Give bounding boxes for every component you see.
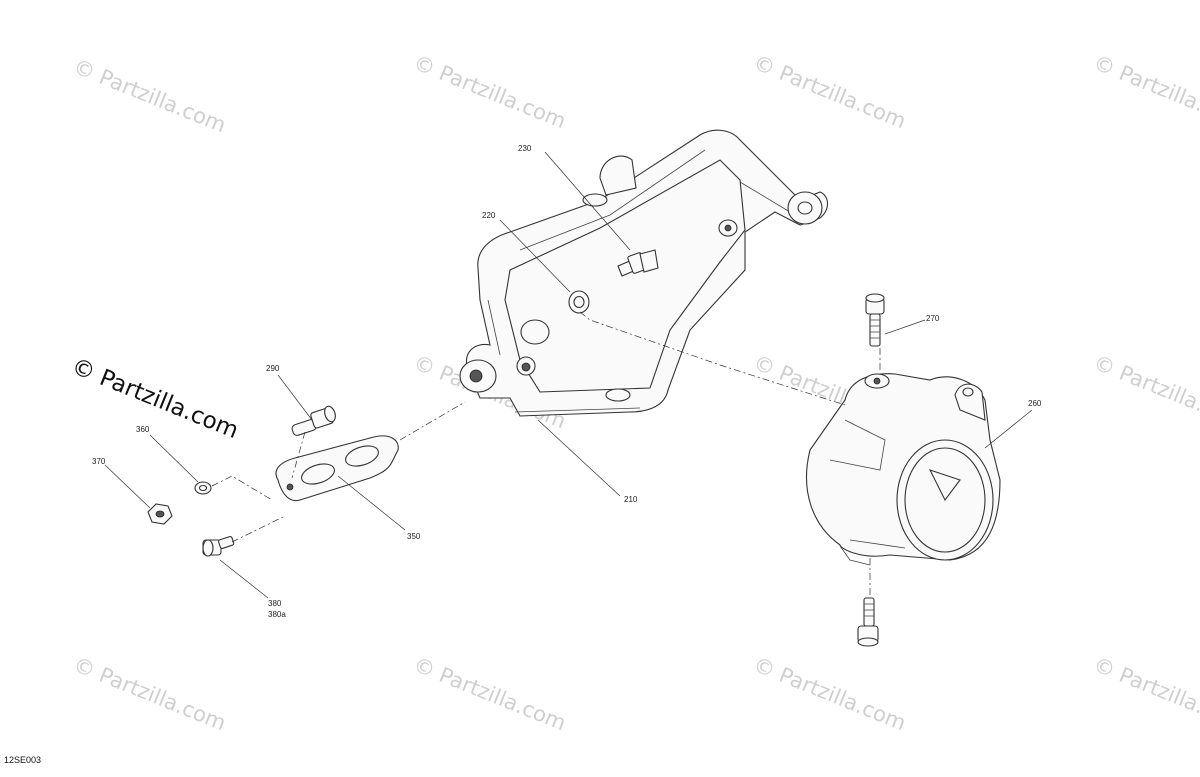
part-270-bolt-upper[interactable] — [865, 293, 885, 347]
part-270-bolt-lower[interactable] — [857, 597, 879, 647]
watermark: © Partzilla.com — [1090, 652, 1200, 735]
callout-labels: 230 220 210 260 270 290 350 360 370 380 … — [92, 144, 1042, 619]
callout-230: 230 — [518, 144, 532, 153]
part-260-housing[interactable] — [806, 373, 1001, 566]
watermark: © Partzilla.com — [1090, 350, 1200, 433]
watermark: © Partzilla.com — [750, 652, 909, 735]
callout-290: 290 — [266, 364, 280, 373]
callout-210: 210 — [624, 495, 638, 504]
callout-220: 220 — [482, 211, 496, 220]
part-370-nut[interactable] — [147, 503, 173, 525]
watermark: © Partzilla.com — [750, 50, 909, 133]
watermark: © Partzilla.com — [70, 652, 229, 735]
part-290-bolt[interactable] — [291, 405, 337, 437]
part-220-bushing[interactable] — [568, 290, 590, 314]
watermark: © Partzilla.com — [1090, 50, 1200, 133]
part-230-bolt[interactable] — [617, 249, 659, 277]
watermark: © Partzilla.com — [70, 54, 229, 137]
part-210-bracket[interactable] — [459, 129, 829, 417]
part-350-plate[interactable] — [275, 435, 399, 502]
diagram-code: 12SE003 — [4, 755, 41, 765]
watermark: © Partzilla.com — [410, 50, 569, 133]
watermark-main: © Partzilla.com — [68, 353, 242, 444]
part-380-bolt[interactable] — [202, 536, 235, 557]
part-360-washer[interactable] — [194, 481, 212, 495]
callout-380: 380 — [268, 599, 282, 608]
assembly-lines — [211, 311, 881, 596]
callout-370: 370 — [92, 457, 106, 466]
callout-350: 350 — [407, 532, 421, 541]
callout-270: 270 — [926, 314, 940, 323]
callout-360: 360 — [136, 425, 150, 434]
leader-lines — [104, 151, 1033, 599]
callout-380a: 380a — [268, 610, 286, 619]
watermark: © Partzilla.com — [410, 652, 569, 735]
callout-260: 260 — [1028, 399, 1042, 408]
